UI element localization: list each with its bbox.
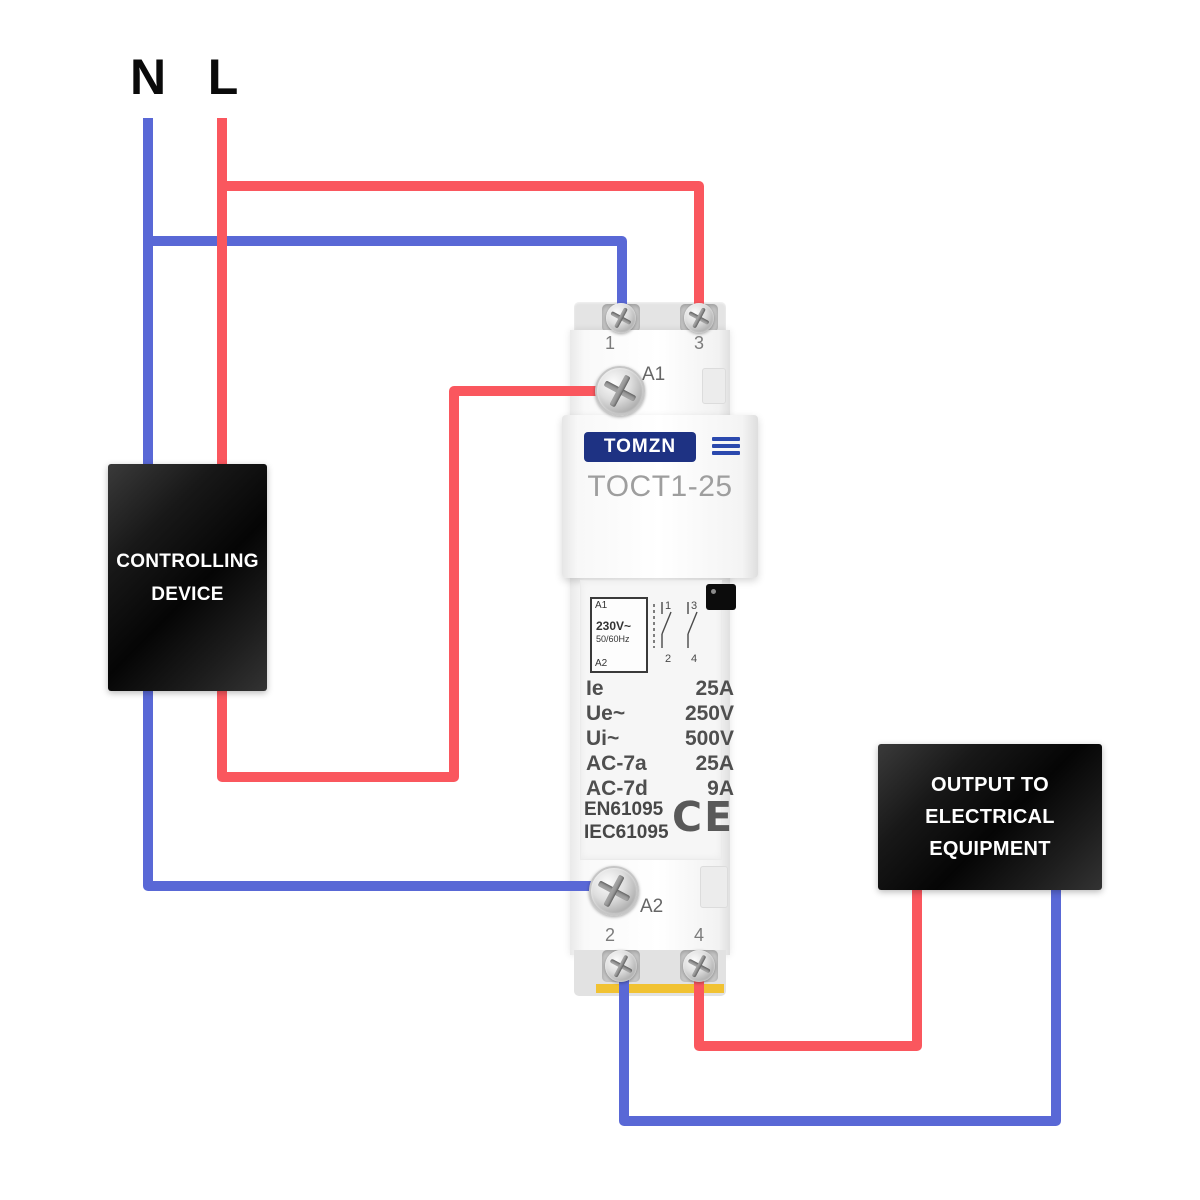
rating-frequency: 50/60Hz [596,634,630,644]
brand-logo: TOMZN [584,432,696,462]
standards-block: EN61095 IEC61095 [584,798,669,844]
spec-row-ue: Ue~ 250V [586,701,734,726]
terminal-label-3: 3 [693,333,704,353]
spec-label: AC-7a [586,751,647,775]
controlling-device-line1: CONTROLLING [116,550,259,572]
output-line3: EQUIPMENT [929,838,1051,860]
a1-side-tab [702,368,726,404]
din-clip-yellow-strip [596,984,724,993]
spec-table: Ie 25A Ue~ 250V Ui~ 500V AC-7a 25A AC-7d… [586,676,734,801]
model-number: TOCT1-25 [587,470,733,503]
spec-value: 9A [707,776,734,800]
spec-label: Ui~ [586,726,620,750]
wire-neutral-to-terminal-1 [148,236,627,320]
indicator-dot [711,589,716,594]
rating-voltage: 230V~ [596,619,632,633]
terminal-screw-3 [684,303,714,333]
logo-bars-icon [712,437,740,458]
spec-row-ac7a: AC-7a 25A [586,751,734,776]
standard-en: EN61095 [584,799,664,820]
a2-side-tab [700,866,728,908]
status-indicator-window [706,584,736,610]
coil-screw-a1 [595,366,645,416]
neutral-label: N [129,49,167,105]
terminal-label-4: 4 [693,925,704,945]
rating-a1: A1 [595,600,608,611]
contact-diagram: 1 3 2 4 [653,600,698,665]
spec-row-ui: Ui~ 500V [586,726,734,751]
contact-label-3: 3 [691,600,697,612]
terminal-label-2: 2 [604,925,615,945]
controlling-device-line2: DEVICE [151,583,224,605]
spec-value: 25A [695,676,734,700]
wire-controlling-device-to-a1 [217,386,616,782]
coil-label-a2: A2 [640,896,664,917]
standard-iec: IEC61095 [584,822,669,843]
wire-terminal-4-to-output [694,889,922,1051]
output-equipment-box: OUTPUT TO ELECTRICAL EQUIPMENT [878,744,1102,890]
contact-label-1: 1 [665,600,671,612]
coil-label-a1: A1 [642,364,666,385]
contact-label-4: 4 [691,653,697,665]
terminal-screw-1 [606,303,636,333]
terminal-label-1: 1 [604,333,615,353]
ce-mark: CE [672,793,735,841]
terminal-screw-4 [683,950,715,982]
terminal-screw-2 [605,950,637,982]
output-line2: ELECTRICAL [925,806,1055,828]
contact-label-2: 2 [665,653,671,665]
output-line1: OUTPUT TO [931,774,1049,796]
wire-line-to-terminal-3 [222,181,704,320]
spec-label: Ie [586,676,604,700]
controlling-device-box: CONTROLLING DEVICE [108,464,267,691]
spec-label: AC-7d [586,776,648,800]
spec-value: 25A [695,751,734,775]
spec-value: 500V [684,726,734,750]
coil-screw-a2 [589,866,639,916]
spec-label: Ue~ [586,701,626,725]
spec-value: 250V [684,701,734,725]
rating-a2: A2 [595,658,608,669]
line-label: L [207,49,239,105]
coil-rating-box: A1 230V~ 50/60Hz A2 [590,597,648,673]
spec-row-ie: Ie 25A [586,676,734,701]
